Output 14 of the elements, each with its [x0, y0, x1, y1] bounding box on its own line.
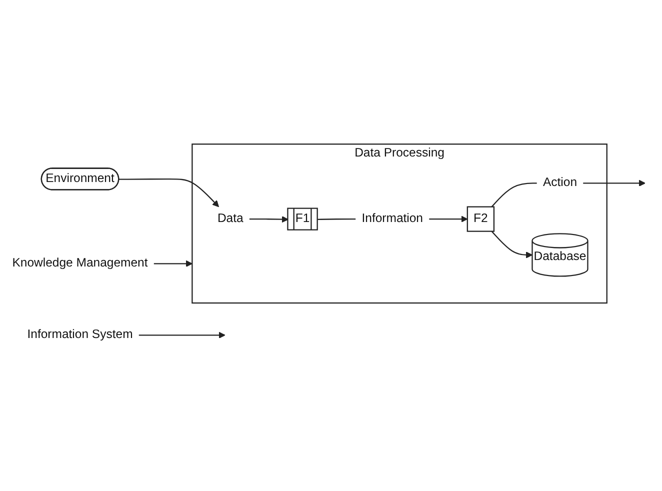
node-text: Information System — [27, 328, 133, 342]
arrow — [583, 180, 646, 186]
arrow — [491, 230, 533, 258]
arrow — [118, 178, 220, 207]
node-text: Knowledge Management — [12, 256, 148, 270]
arrow — [138, 332, 226, 338]
arrow — [154, 260, 192, 267]
arrow — [249, 216, 288, 222]
arrow — [429, 215, 468, 222]
node-text: Action — [542, 176, 578, 190]
node-text: Information — [362, 212, 424, 225]
connector-line — [491, 182, 537, 207]
node-box: F2 — [466, 206, 495, 232]
node-text: Data — [217, 212, 244, 225]
